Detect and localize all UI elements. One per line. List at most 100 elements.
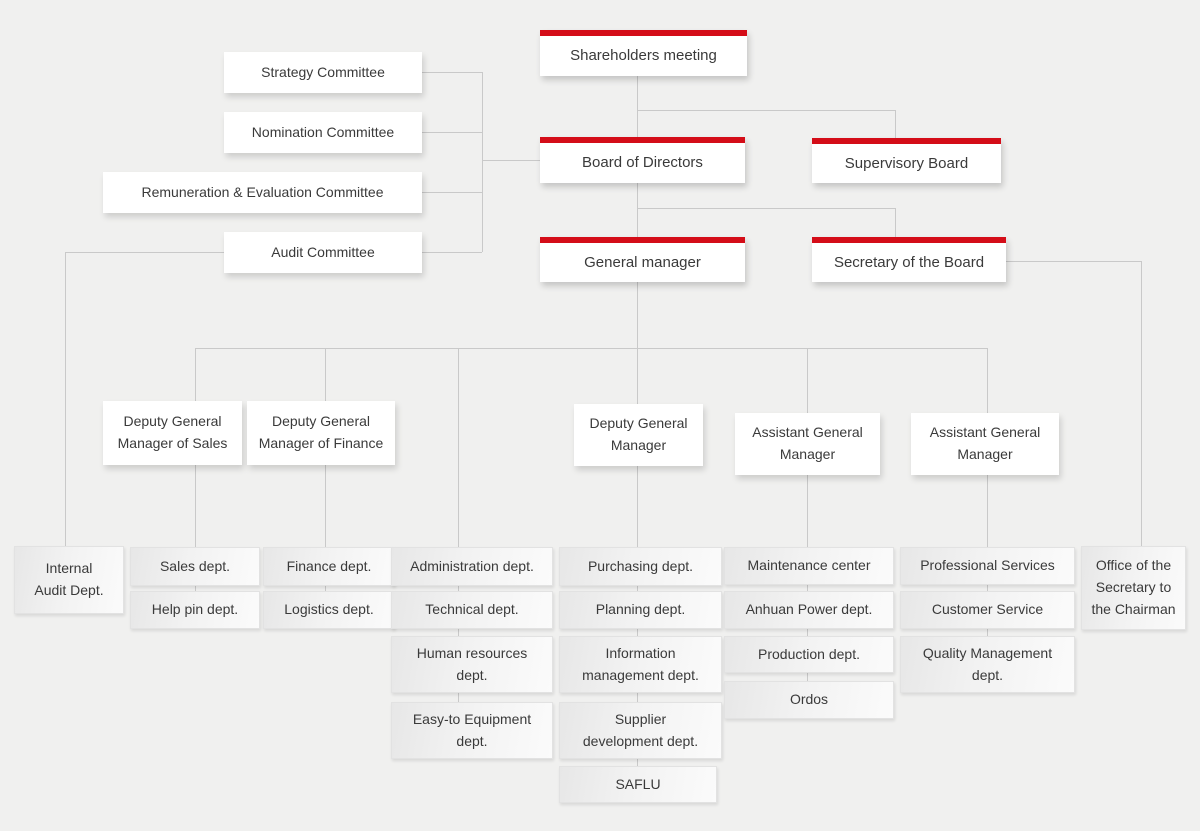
node-label: Manager of Finance xyxy=(258,435,384,451)
node-supervisory-board: Supervisory Board xyxy=(812,138,1001,183)
node-label: Nomination Committee xyxy=(251,123,395,140)
connector-line xyxy=(895,110,896,138)
node-label: Quality Management xyxy=(922,644,1053,661)
node-label: Deputy General xyxy=(123,413,222,430)
node-label: Deputy General xyxy=(589,415,688,432)
node-label: Anhuan Power dept. xyxy=(745,601,873,618)
node-administration-dept: Administration dept. xyxy=(391,547,553,586)
node-label: management dept. xyxy=(582,666,699,683)
node-label: Human resources xyxy=(416,644,528,661)
connector-line xyxy=(895,208,896,237)
node-label: Customer Service xyxy=(931,601,1044,618)
node-professional-services: Professional Services xyxy=(900,547,1075,585)
node-label: Internal xyxy=(45,560,93,577)
node-label: Ordos xyxy=(789,691,829,708)
node-purchasing-dept: Purchasing dept. xyxy=(559,547,722,586)
node-label: General manager xyxy=(584,253,701,271)
node-label: Assistant General xyxy=(752,424,863,441)
connector-line xyxy=(637,183,638,237)
node-customer-service: Customer Service xyxy=(900,591,1075,629)
node-label: Administration dept. xyxy=(410,557,534,574)
connector-line xyxy=(482,72,483,252)
node-label: Planning dept. xyxy=(595,601,686,618)
node-label: Manager of Sales xyxy=(117,435,228,451)
connector-line xyxy=(637,208,895,209)
node-label: Logistics dept. xyxy=(284,601,374,618)
connector-line xyxy=(637,282,638,348)
node-secretary-of-the-board: Secretary of the Board xyxy=(812,237,1006,282)
connector-line xyxy=(1141,261,1142,546)
node-planning-dept: Planning dept. xyxy=(559,591,722,629)
connector-line xyxy=(195,348,196,591)
node-label: SAFLU xyxy=(615,775,661,792)
node-label: Remuneration & Evaluation Committee xyxy=(141,183,384,200)
node-help-pin-dept: Help pin dept. xyxy=(130,591,260,629)
node-label: Help pin dept. xyxy=(151,601,239,618)
node-strategy-committee: Strategy Committee xyxy=(224,52,422,93)
node-anhuan-power-dept: Anhuan Power dept. xyxy=(724,591,894,629)
node-label: Secretary to xyxy=(1095,579,1172,596)
node-label: Audit Committee xyxy=(271,243,375,260)
node-label: Easy-to Equipment xyxy=(412,710,532,727)
node-label: Supplier xyxy=(614,710,667,727)
node-label: Supervisory Board xyxy=(844,154,969,172)
node-label: Information xyxy=(605,644,676,661)
node-label: Professional Services xyxy=(920,557,1055,574)
node-label: Shareholders meeting xyxy=(570,47,717,65)
node-label: Production dept. xyxy=(758,645,860,662)
node-production-dept: Production dept. xyxy=(724,636,894,673)
node-label: dept. xyxy=(971,666,1004,683)
node-logistics-dept: Logistics dept. xyxy=(263,591,395,629)
node-label: Purchasing dept. xyxy=(587,557,694,574)
node-label: the Chairman xyxy=(1091,600,1176,617)
node-label: Finance dept. xyxy=(286,557,372,574)
node-maintenance-center: Maintenance center xyxy=(724,547,894,585)
connector-line xyxy=(637,76,638,137)
node-label: Office of the xyxy=(1095,557,1172,574)
node-technical-dept: Technical dept. xyxy=(391,591,553,629)
node-label: Audit Dept. xyxy=(34,582,104,598)
node-shareholders-meeting: Shareholders meeting xyxy=(540,30,747,76)
node-supplier-development-dept: Supplier development dept. xyxy=(559,702,722,759)
node-easy-to-equipment-dept: Easy-to Equipment dept. xyxy=(391,702,553,759)
node-label: dept. xyxy=(456,732,488,749)
connector-line xyxy=(637,110,895,111)
node-label: Secretary of the Board xyxy=(833,253,985,271)
connector-line xyxy=(1006,261,1141,262)
node-information-management-dept: Information management dept. xyxy=(559,636,722,693)
connector-line xyxy=(458,348,459,702)
node-label: Assistant General xyxy=(929,424,1041,441)
node-ordos: Ordos xyxy=(724,681,894,719)
connector-line xyxy=(325,348,326,591)
connector-line xyxy=(65,252,66,546)
node-nomination-committee: Nomination Committee xyxy=(224,112,422,153)
node-label: development dept. xyxy=(582,732,699,749)
node-remuneration-evaluation-committee: Remuneration & Evaluation Committee xyxy=(103,172,422,213)
node-label: Manager xyxy=(957,446,1013,462)
connector-line xyxy=(987,348,988,636)
node-label: Sales dept. xyxy=(159,557,231,574)
node-saflu: SAFLU xyxy=(559,766,717,803)
node-label: Strategy Committee xyxy=(261,63,385,80)
node-finance-dept: Finance dept. xyxy=(263,547,395,586)
connector-line xyxy=(482,160,540,161)
connector-line xyxy=(195,348,987,349)
node-label: Maintenance center xyxy=(747,557,871,574)
node-label: Deputy General xyxy=(271,413,371,430)
node-label: Technical dept. xyxy=(425,601,519,618)
node-label: Board of Directors xyxy=(582,154,703,172)
node-quality-management-dept: Quality Management dept. xyxy=(900,636,1075,693)
connector-line xyxy=(422,192,482,193)
node-audit-committee: Audit Committee xyxy=(224,232,422,273)
node-sales-dept: Sales dept. xyxy=(130,547,260,586)
node-general-manager: General manager xyxy=(540,237,745,282)
